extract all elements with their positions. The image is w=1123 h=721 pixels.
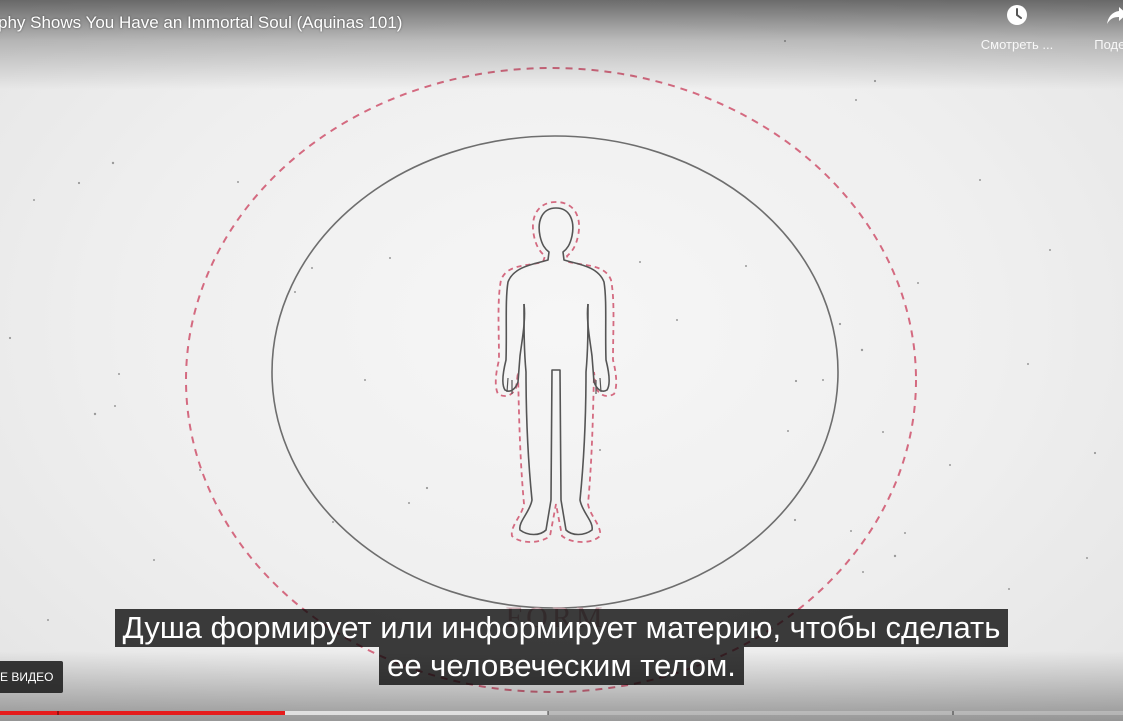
outer-dashed-circle bbox=[185, 67, 917, 693]
chapter-divider bbox=[952, 711, 954, 715]
subtitle-line-2: ее человеческим телом. bbox=[379, 647, 744, 685]
figure-legs-outline bbox=[519, 303, 593, 536]
human-figure-outline bbox=[501, 207, 611, 392]
subtitle-line-1: Душа формирует или информирует материю, … bbox=[114, 609, 1009, 647]
background-specks bbox=[8, 40, 1097, 621]
top-overlay-gradient bbox=[0, 0, 1123, 90]
figure-dashed-aura bbox=[494, 201, 618, 543]
more-videos-button[interactable]: Е ВИДЕО bbox=[0, 661, 64, 693]
inner-circle bbox=[271, 135, 839, 609]
chapter-divider bbox=[547, 711, 549, 715]
share-arrow-icon bbox=[1107, 7, 1123, 24]
subtitle-box: Душа формирует или информирует материю, … bbox=[0, 609, 1123, 685]
progress-played bbox=[0, 711, 286, 715]
figure-hand-detail bbox=[506, 377, 602, 394]
watch-later-label: Смотреть ... bbox=[980, 37, 1054, 52]
video-title[interactable]: phy Shows You Have an Immortal Soul (Aqu… bbox=[0, 13, 403, 32]
progress-bar[interactable] bbox=[0, 711, 1123, 715]
share-button[interactable]: Подели bbox=[1072, 4, 1123, 52]
chapter-divider bbox=[57, 711, 59, 715]
watch-later-button[interactable]: Смотреть ... bbox=[972, 4, 1062, 52]
share-label: Подели bbox=[1094, 37, 1123, 52]
clock-icon bbox=[1007, 5, 1027, 25]
